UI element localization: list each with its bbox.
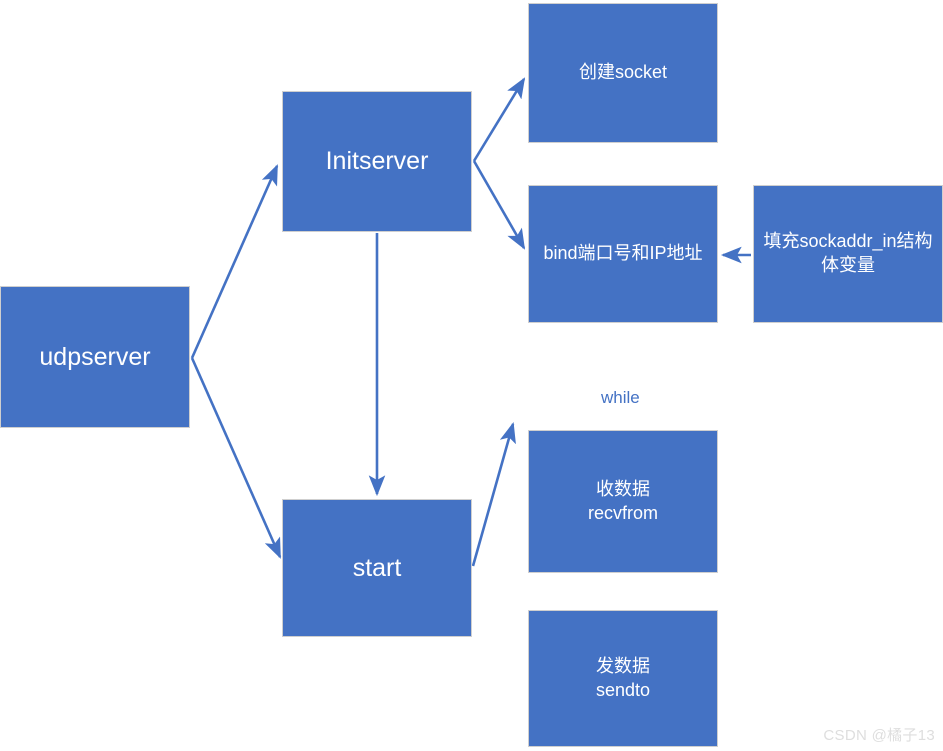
node-label-start: start (352, 553, 402, 582)
edge-initserver-to-create-socket (472, 77, 526, 162)
node-udpserver[interactable]: udpserver (0, 286, 190, 428)
node-label-fill-sockaddr-in: 填充sockaddr_in结构体变量 (763, 231, 933, 275)
node-label-recv-data: 收数据 recvfrom (587, 478, 658, 523)
edge-label-while-label: while (601, 388, 640, 407)
edge-initserver-to-bind (472, 160, 526, 250)
node-bind-port-ip[interactable]: bind端口号和IP地址 (528, 185, 718, 323)
node-label-udpserver: udpserver (39, 342, 151, 371)
edge-udpserver-to-start (190, 357, 282, 559)
node-create-socket[interactable]: 创建socket (528, 3, 718, 143)
node-label-initserver: Initserver (325, 147, 429, 175)
node-fill-sockaddr-in[interactable]: 填充sockaddr_in结构体变量 (753, 185, 943, 323)
csdn-watermark: CSDN @橘子13 (823, 727, 935, 744)
node-label-create-socket: 创建socket (578, 62, 668, 83)
edge-udpserver-to-initserver (190, 164, 279, 359)
node-label-send-data: 发数据 sendto (595, 655, 651, 700)
node-start[interactable]: start (282, 499, 472, 637)
node-send-data[interactable]: 发数据 sendto (528, 610, 718, 747)
edge-start-to-recv (471, 421, 516, 567)
node-initserver[interactable]: Initserver (282, 91, 472, 232)
node-label-bind-port-ip: bind端口号和IP地址 (543, 243, 703, 264)
node-recv-data[interactable]: 收数据 recvfrom (528, 430, 718, 573)
